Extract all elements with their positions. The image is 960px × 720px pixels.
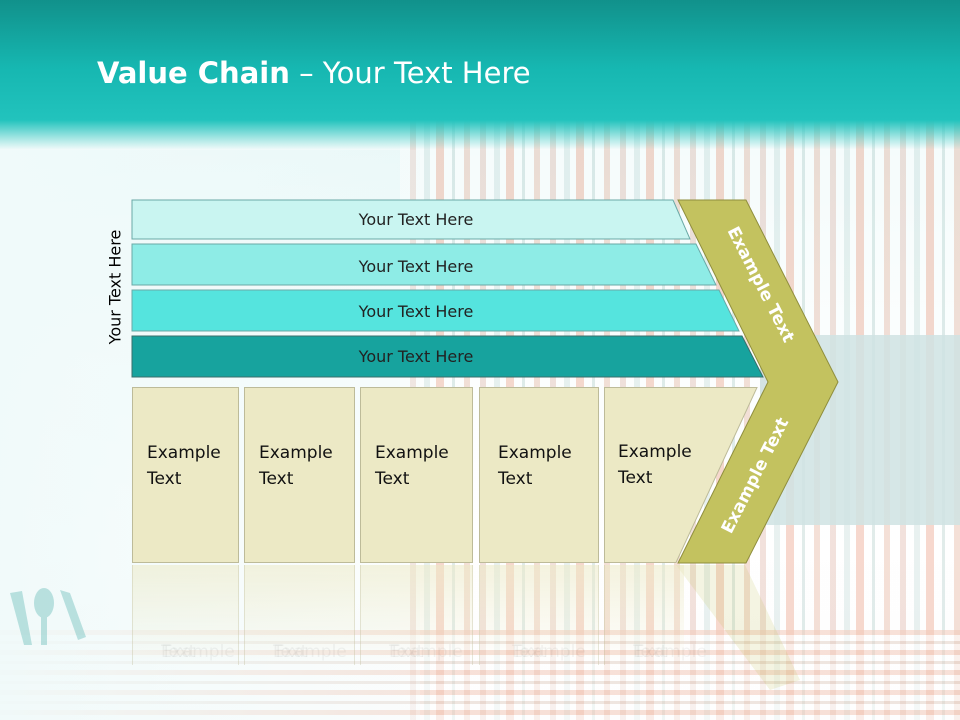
- card-3-reflection-line2: Text: [389, 639, 477, 665]
- card-4-line1: Example: [498, 443, 572, 463]
- bar-1-label: Your Text Here: [358, 210, 474, 229]
- title-bold: Value Chain: [97, 56, 290, 90]
- card-3-line1: Example: [375, 443, 449, 463]
- bar-2-label: Your Text Here: [358, 257, 474, 276]
- card-3-line2: Text: [375, 469, 410, 489]
- card-4-reflection-line2: Text: [512, 639, 600, 665]
- card-4-line2: Text: [498, 469, 533, 489]
- chevron-arrow: [677, 199, 839, 564]
- bar-4-label: Your Text Here: [358, 347, 474, 366]
- card-5-line2: Text: [618, 468, 653, 488]
- card-5-reflection-line2: Text: [633, 639, 721, 665]
- card-5-line1: Example: [618, 442, 692, 462]
- card-2-reflection-line2: Text: [273, 639, 361, 665]
- bar-3-label: Your Text Here: [358, 302, 474, 321]
- chevron-reflection: [676, 565, 800, 690]
- card-2-line2: Text: [259, 469, 294, 489]
- bar-2: [131, 243, 717, 286]
- card-1-line1: Example: [147, 443, 221, 463]
- header-band: [0, 0, 960, 150]
- bar-1: [131, 199, 691, 240]
- bar-3: [131, 289, 740, 332]
- utensils-icon: [10, 588, 86, 645]
- card-1-reflection-line2: Text: [161, 639, 249, 665]
- card-5-shape: [604, 387, 758, 563]
- bar-4: [131, 335, 764, 378]
- title-rest: – Your Text Here: [289, 56, 531, 90]
- page-title: Value Chain – Your Text Here: [97, 56, 531, 90]
- card-2-line1: Example: [259, 443, 333, 463]
- card-1-line2: Text: [147, 469, 182, 489]
